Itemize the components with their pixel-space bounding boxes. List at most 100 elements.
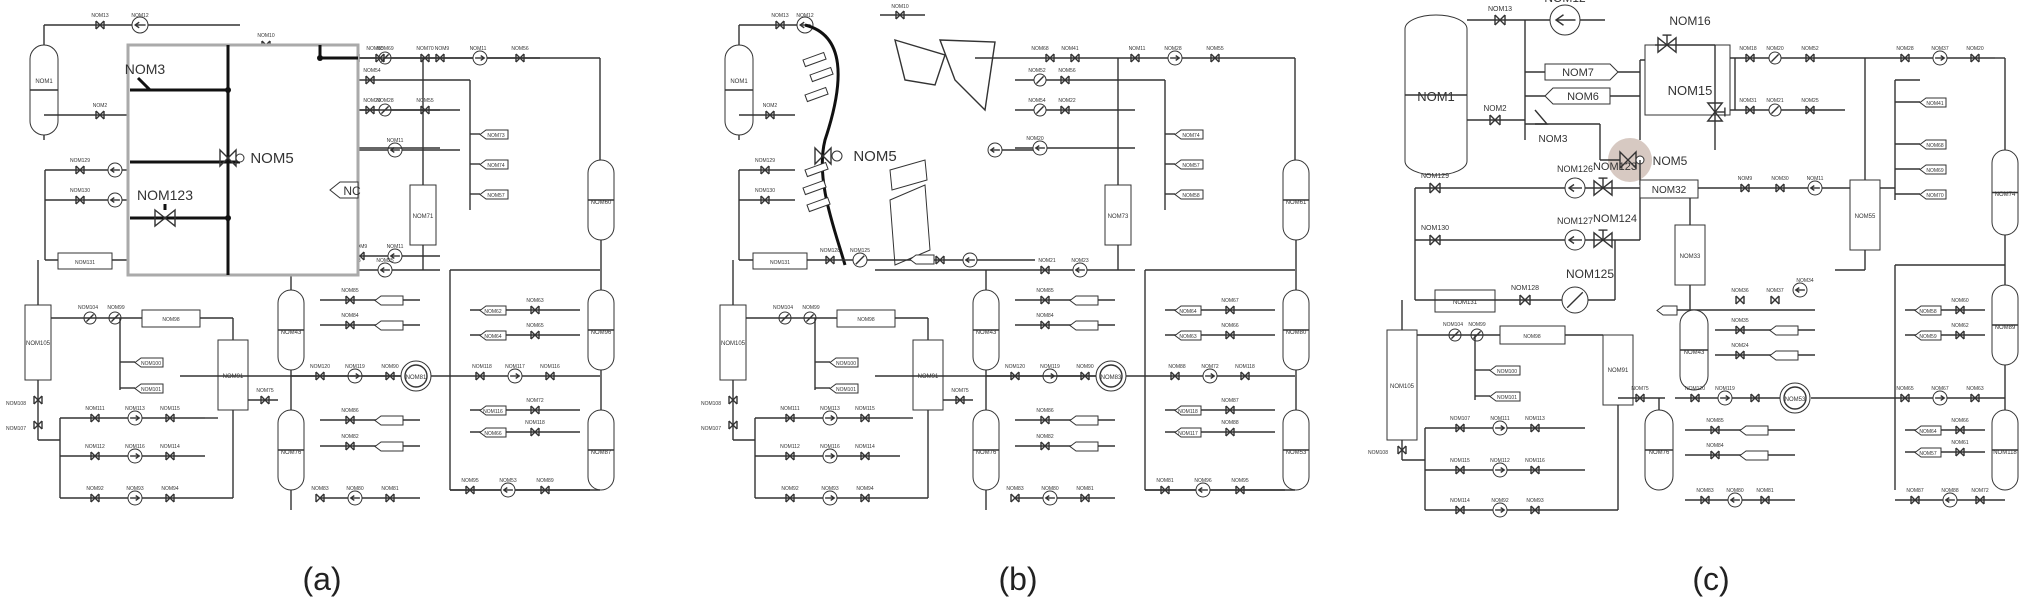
pipe [1494,14,1506,26]
tank-nom1 [29,44,59,136]
pump-icon [500,482,516,498]
valve-icon [545,371,555,381]
label: NOM53 [499,478,516,484]
valve-icon [1040,295,1050,305]
label: NOM85 [1036,288,1053,294]
label: NOM9 [1738,176,1753,182]
valve-icon [860,413,870,423]
valve-icon [1910,495,1920,505]
highlight-marker [1608,138,1652,182]
tag-box [374,320,404,331]
label: NOM105 [721,341,746,347]
pipe [349,494,355,502]
label: NOM111 [85,406,104,412]
label: NOM64 [484,334,501,340]
label: NOM95 [1231,478,1248,484]
label: NOM53 [1785,397,1806,403]
pump-icon [962,252,978,268]
pump-icon [387,142,403,158]
valve-half [814,146,824,166]
label: NOM24 [1731,343,1748,349]
label: NOM83 [311,486,328,492]
label: NOM67 [1221,298,1238,304]
label: NOM120 [1685,386,1705,392]
pipe [1740,183,1750,193]
junction-ring-icon [1779,382,1811,414]
label: NOM131 [770,260,790,266]
tag-box [909,254,935,265]
tag-box [1919,164,1947,175]
label: NOM55 [416,98,433,104]
pipe [1770,295,1780,305]
label: NOM114 [855,444,875,450]
pipe [345,415,355,425]
valve-icon [1210,53,1220,63]
tag-box [1919,97,1947,108]
pipe [1455,505,1465,515]
label: NOM116 [483,409,503,415]
pipe [860,413,870,423]
tag-box [1656,305,1678,316]
valve-icon [365,105,375,115]
label: NOM67 [1931,386,1948,392]
pipe [1805,53,1815,63]
pipe [1940,54,1946,62]
label: NOM76 [1649,450,1670,456]
nom124-label: NOM124 [1593,213,1637,225]
label: NOM20 [1966,46,1983,52]
valve-icon [1970,393,1980,403]
valve-icon [1970,53,1980,63]
label: NOM98 [857,317,874,323]
label: NOM72 [526,398,543,404]
valve-icon [385,493,395,503]
label: NOM20 [363,98,380,104]
label: NOM69 [376,46,393,52]
label: NOM31 [1739,98,1756,104]
tag-cut [329,181,359,199]
valve-icon [1040,265,1050,275]
valve-icon [1040,441,1050,451]
pipe [1225,330,1235,340]
valve-icon [1225,330,1235,340]
valve-icon [1700,495,1710,505]
pipe [95,110,105,120]
label: NOM81 [381,486,398,492]
label: NOM54 [363,68,380,74]
valve-icon [1745,105,1755,115]
pipe [345,295,355,305]
pump-icon [127,490,143,506]
valve-icon [760,165,770,175]
pipe [95,20,105,30]
distorted-tag [806,196,831,213]
valve-icon [1735,325,1745,335]
valve-icon [1519,294,1531,306]
label: NOM64 [1919,429,1936,435]
pipe [1044,494,1050,502]
valve-icon [365,75,375,85]
label: NOM11 [387,244,404,250]
pipe [1710,425,1720,435]
pipe [465,485,475,495]
pipe [1940,394,1946,402]
pipe [989,146,995,154]
pump-icon [1807,180,1823,196]
valve-half [1593,179,1605,197]
label: NOM2 [93,103,108,109]
pipe [90,451,100,461]
label: NOM114 [160,444,180,450]
label: NOM68 [1926,143,1943,149]
label: NOM13 [771,13,788,19]
pipe [1794,286,1800,294]
nom7-label: NOM7 [1562,67,1594,79]
valve-icon [475,371,485,381]
label: NOM12 [131,13,148,19]
pipe [855,255,865,265]
label: NOM54 [1028,98,1045,104]
label: NOM130 [755,188,775,194]
pipe [1225,305,1235,315]
label: NOM43 [976,330,997,336]
tag-box [374,295,404,306]
label: NOM80 [1041,486,1058,492]
pipe [33,395,43,405]
